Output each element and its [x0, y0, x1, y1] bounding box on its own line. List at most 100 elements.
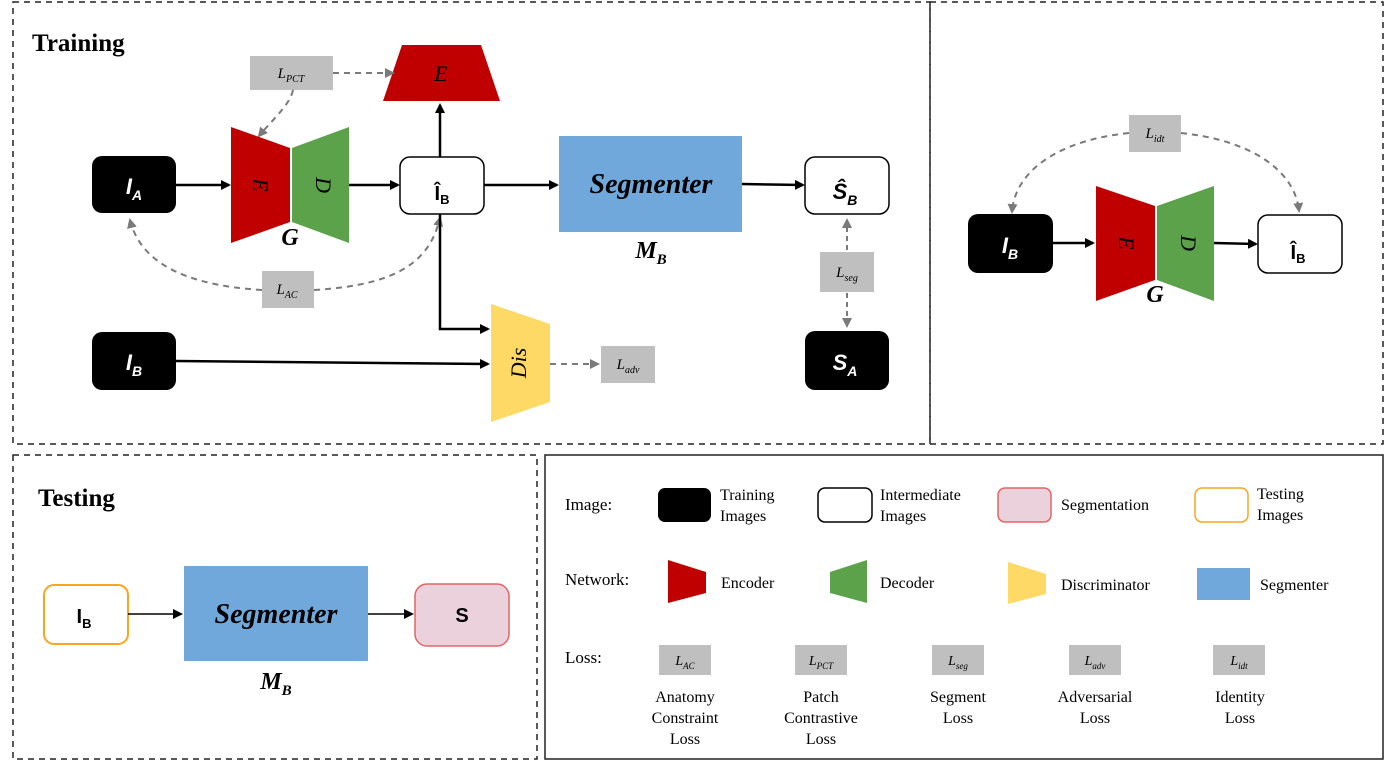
legend-image-row-label: Image: [565, 495, 612, 514]
loss-idt-box [1129, 115, 1181, 152]
idt-input-box [968, 214, 1053, 273]
testing-panel [12, 454, 538, 760]
legend-loss-pct-line2: Contrastive [784, 710, 858, 727]
identity-panel [929, 1, 1384, 445]
loss-seg-label: Lseg [835, 265, 858, 284]
idt-output-arrow [1213, 238, 1258, 249]
legend-encoder-label: Encoder [721, 575, 775, 592]
loss-adv-box [601, 346, 655, 383]
idt-to-output-arrow [1180, 132, 1304, 213]
legend-segmentation-swatch [997, 487, 1052, 523]
legend-decoder-swatch [830, 560, 867, 603]
legend-loss-adv-line2: Loss [1080, 710, 1110, 727]
legend-loss-ac-swatch [659, 645, 711, 675]
legend-loss-pct-line1: Patch [803, 689, 839, 706]
gen-decoder-shape [292, 127, 349, 243]
loss-idt-label: Lidt [1145, 126, 1165, 145]
test-model-mb-label: MB [259, 669, 291, 699]
ib-to-disc-arrow [175, 358, 490, 369]
generator-label: G [281, 225, 299, 251]
legend-encoder-swatch [668, 560, 706, 603]
input-a-label: IA [126, 174, 142, 203]
legend-loss-idt: Lidt Identity Loss [1213, 645, 1265, 727]
loss-pct-label: LPCT [277, 66, 306, 85]
gen-encoder-label: E [248, 177, 273, 192]
legend-loss-ac-line3: Loss [670, 731, 700, 748]
idt-output-box [1257, 214, 1343, 274]
legend-loss-idt-line1: Identity [1215, 689, 1265, 706]
idt-generator-label: G [1146, 282, 1164, 308]
test-segmenter-label: Segmenter [215, 599, 339, 630]
segmenter-label: Segmenter [590, 169, 714, 200]
loss-ac-box [262, 271, 314, 308]
legend-loss-adv-symbol: Ladv [1084, 654, 1106, 671]
legend-segmenter-swatch [1197, 568, 1250, 600]
training-title: Training [32, 30, 125, 57]
top-encoder-shape [383, 45, 500, 101]
legend-loss-ac-symbol: LAC [674, 654, 695, 671]
legend-loss-adv-swatch [1069, 645, 1121, 675]
intermediate-label: ÎB [434, 181, 450, 207]
legend-loss-seg-swatch [932, 645, 984, 675]
legend-network-row-label: Network: [565, 570, 629, 589]
idt-output-label: ÎB [1290, 240, 1306, 266]
legend-loss-idt-symbol: Lidt [1229, 654, 1248, 671]
gen-decoder-label: D [311, 176, 336, 193]
idt-to-input-arrow [1007, 132, 1130, 214]
testing-title: Testing [38, 485, 115, 512]
test-input-box [43, 584, 129, 645]
legend-decoder-label: Decoder [880, 575, 935, 592]
loss-seg-box [820, 252, 874, 292]
top-encoder-label: E [433, 61, 448, 86]
legend-loss-seg-symbol: Lseg [947, 654, 968, 671]
legend-segmentation-label: Segmentation [1061, 497, 1149, 514]
gt-label: SA [833, 350, 858, 379]
legend-loss-seg: Lseg Segment Loss [930, 645, 987, 727]
legend-intermediate-image-swatch [817, 487, 873, 523]
idt-decoder-shape [1157, 186, 1214, 301]
discriminator-label: Dis [506, 348, 531, 380]
input-b-label: IB [126, 350, 142, 379]
test-output-box [414, 583, 510, 647]
legend-loss-ac-line2: Constraint [652, 710, 719, 727]
pct-to-generator-arrow [257, 89, 294, 138]
legend-testing-image-line2: Images [1257, 507, 1303, 524]
input-b-box [92, 332, 176, 390]
idt-input-label: IB [1002, 233, 1018, 262]
legend-loss-pct-swatch [795, 645, 847, 675]
loss-ac-label: LAC [275, 282, 297, 301]
legend-loss-seg-line2: Loss [943, 710, 973, 727]
legend-intermediate-image-line1: Intermediate [880, 487, 961, 504]
discriminator-shape [491, 304, 550, 422]
legend-testing-image-line1: Testing [1257, 486, 1304, 503]
legend-segmenter-label: Segmenter [1260, 577, 1329, 594]
input-a-box [92, 156, 176, 213]
segmenter-box [559, 136, 742, 232]
ac-to-ib-arrow [313, 216, 444, 291]
segmenter-to-pred-arrow [741, 179, 805, 190]
idt-encoder-label: E [1114, 235, 1139, 250]
loss-adv-label: Ladv [616, 357, 640, 376]
idt-decoder-label: D [1176, 234, 1201, 251]
legend-testing-image-swatch [1194, 487, 1249, 523]
legend-training-image-swatch [658, 488, 711, 522]
legend-loss-pct-symbol: LPCT [808, 654, 834, 671]
legend-training-image-line1: Training [720, 487, 775, 504]
legend-loss-adv: Ladv Adversarial Loss [1058, 645, 1133, 727]
idt-encoder-shape [1096, 186, 1155, 301]
legend-intermediate-image-line2: Images [880, 508, 926, 525]
legend-loss-idt-swatch [1213, 645, 1265, 675]
gt-box [805, 331, 889, 390]
model-mb-label: MB [634, 238, 666, 268]
pred-label: ŜB [833, 179, 858, 208]
gen-encoder-shape [231, 127, 290, 243]
test-input-label: IB [77, 606, 92, 631]
legend-loss-pct: LPCT Patch Contrastive Loss [784, 645, 858, 748]
legend-discriminator-label: Discriminator [1061, 577, 1151, 594]
ac-to-ia-arrow [127, 218, 263, 291]
test-output-label: S [455, 605, 468, 627]
test-segmenter-box [184, 566, 368, 661]
legend-loss-ac: LAC Anatomy Constraint Loss [652, 645, 719, 748]
legend-loss-idt-line2: Loss [1225, 710, 1255, 727]
